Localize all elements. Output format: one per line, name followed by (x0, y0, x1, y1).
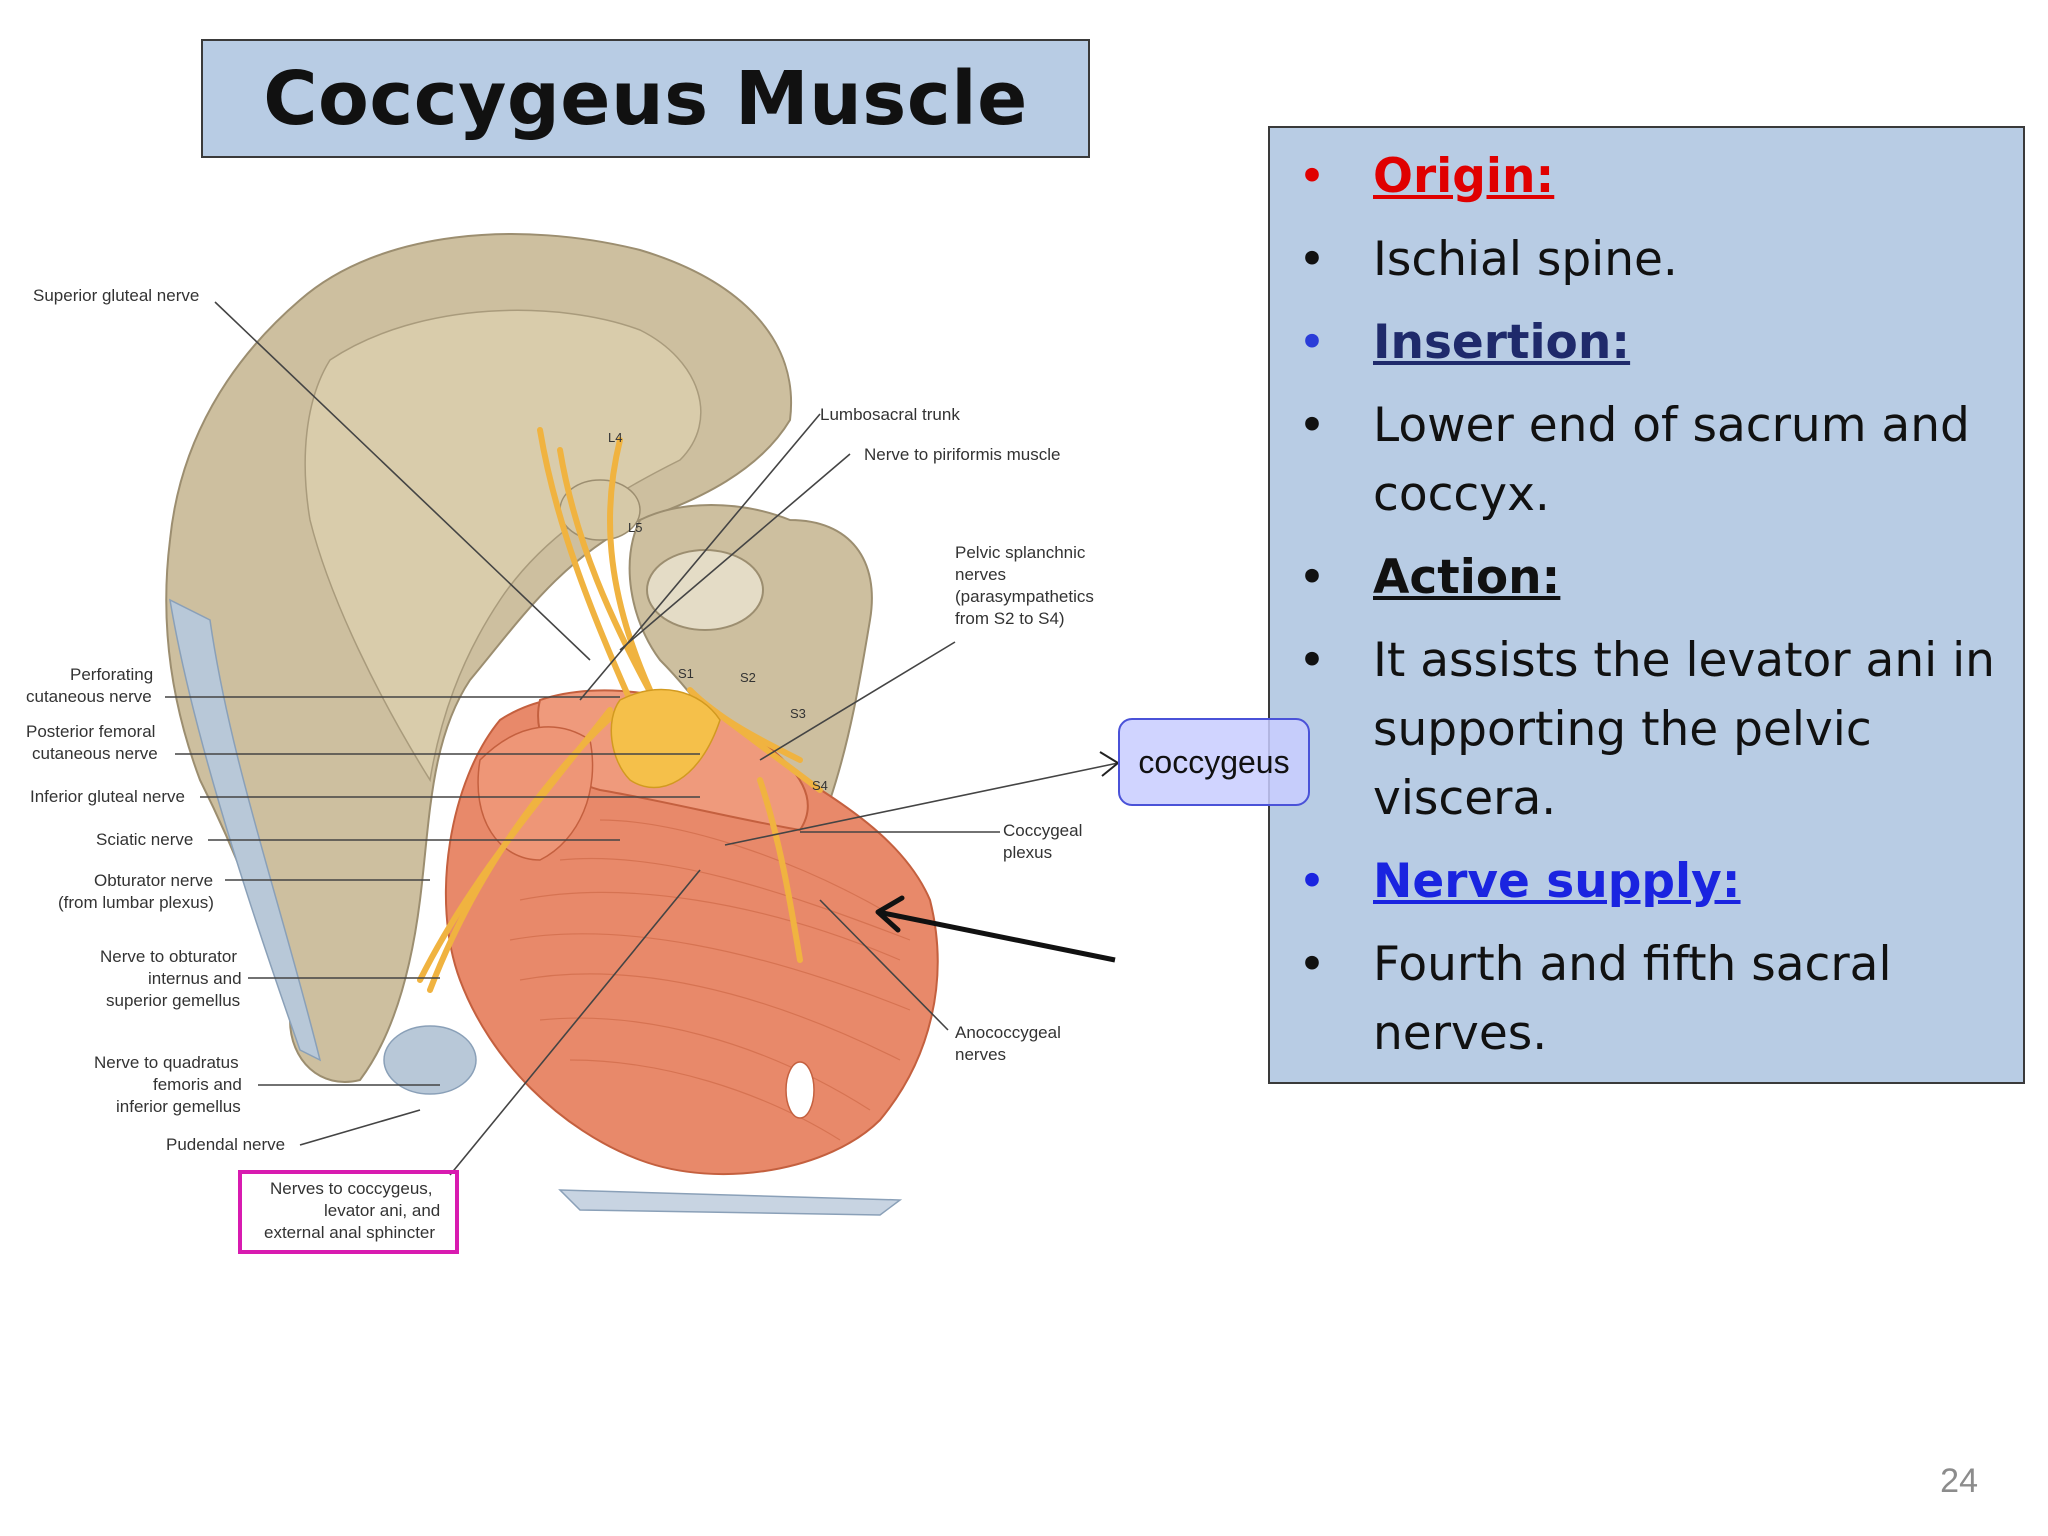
label-coccygeal-1: Coccygeal (1003, 821, 1082, 840)
label-post-femoral-1: Posterior femoral (26, 722, 155, 741)
label-perforating-1: Perforating (70, 665, 153, 684)
label-anococcygeal-2: nerves (955, 1045, 1006, 1064)
label-superior-gluteal: Superior gluteal nerve (33, 286, 199, 305)
insertion-heading: Insertion: (1373, 315, 1631, 370)
action-heading: Action: (1373, 550, 1561, 605)
coccygeus-callout: coccygeus (1118, 718, 1310, 806)
label-post-femoral-2: cutaneous nerve (32, 744, 158, 763)
label-piriformis: Nerve to piriformis muscle (864, 445, 1061, 464)
label-inferior-gluteal: Inferior gluteal nerve (30, 787, 185, 806)
bullet-icon: • (1298, 232, 1326, 287)
label-anococcygeal-1: Anococcygeal (955, 1023, 1061, 1042)
bullet-icon: • (1298, 149, 1326, 204)
label-obturator-1: Obturator nerve (94, 871, 213, 890)
label-nerves-coccygeus-1: Nerves to coccygeus, (270, 1179, 433, 1198)
label-coccygeal-2: plexus (1003, 843, 1052, 862)
label-s2: S2 (740, 670, 756, 685)
label-pelvic-splanchnic-1: Pelvic splanchnic (955, 543, 1086, 562)
sacral-plexus-nerves (417, 427, 823, 993)
label-l4: L4 (608, 430, 622, 445)
bullet-icon: • (1298, 937, 1326, 992)
label-pelvic-splanchnic-3: (parasympathetics (955, 587, 1094, 606)
title-box: Coccygeus Muscle (201, 39, 1090, 158)
label-obt-internus-1: Nerve to obturator (100, 947, 237, 966)
label-pelvic-splanchnic-2: nerves (955, 565, 1006, 584)
insertion-text: Lower end of sacrum and coccyx. (1373, 398, 1970, 522)
label-quadratus-3: inferior gemellus (116, 1097, 241, 1116)
label-quadratus-2: femoris and (153, 1075, 242, 1094)
page-number: 24 (1940, 1462, 1978, 1500)
label-obturator-2: (from lumbar plexus) (58, 893, 214, 912)
label-sciatic: Sciatic nerve (96, 830, 193, 849)
bullet-icon: • (1298, 315, 1326, 370)
label-nerves-coccygeus-3: external anal sphincter (264, 1223, 435, 1242)
origin-heading: Origin: (1373, 149, 1555, 204)
label-s3: S3 (790, 706, 806, 721)
label-perforating-2: cutaneous nerve (26, 687, 152, 706)
label-s4: S4 (812, 778, 828, 793)
slide-title: Coccygeus Muscle (263, 55, 1028, 142)
nerve-supply-heading: Nerve supply: (1373, 854, 1741, 909)
label-pelvic-splanchnic-4: from S2 to S4) (955, 609, 1065, 628)
pelvis-illustration: Superior gluteal nerve Lumbosacral trunk… (0, 210, 1130, 1270)
label-l5: L5 (628, 520, 642, 535)
highlight-box (238, 1170, 459, 1254)
label-nerves-coccygeus-2: levator ani, and (324, 1201, 440, 1220)
label-lumbosacral: Lumbosacral trunk (820, 405, 960, 424)
label-obt-internus-3: superior gemellus (106, 991, 240, 1010)
l5-vertebra (646, 549, 764, 631)
origin-text: Ischial spine. (1373, 232, 1678, 287)
info-box: • Origin: • Ischial spine. • Insertion: … (1268, 126, 2025, 1084)
nerve-supply-text: Fourth and fifth sacral nerves. (1373, 937, 1892, 1061)
label-s1: S1 (678, 666, 694, 681)
label-obt-internus-2: internus and (148, 969, 242, 988)
action-text: It assists the levator ani in supporting… (1373, 633, 1995, 826)
label-quadratus-1: Nerve to quadratus (94, 1053, 239, 1072)
bullet-icon: • (1298, 550, 1326, 605)
bullet-icon: • (1298, 398, 1326, 453)
bullet-icon: • (1298, 854, 1326, 909)
label-pudendal: Pudendal nerve (166, 1135, 285, 1154)
bullet-icon: • (1298, 633, 1326, 688)
